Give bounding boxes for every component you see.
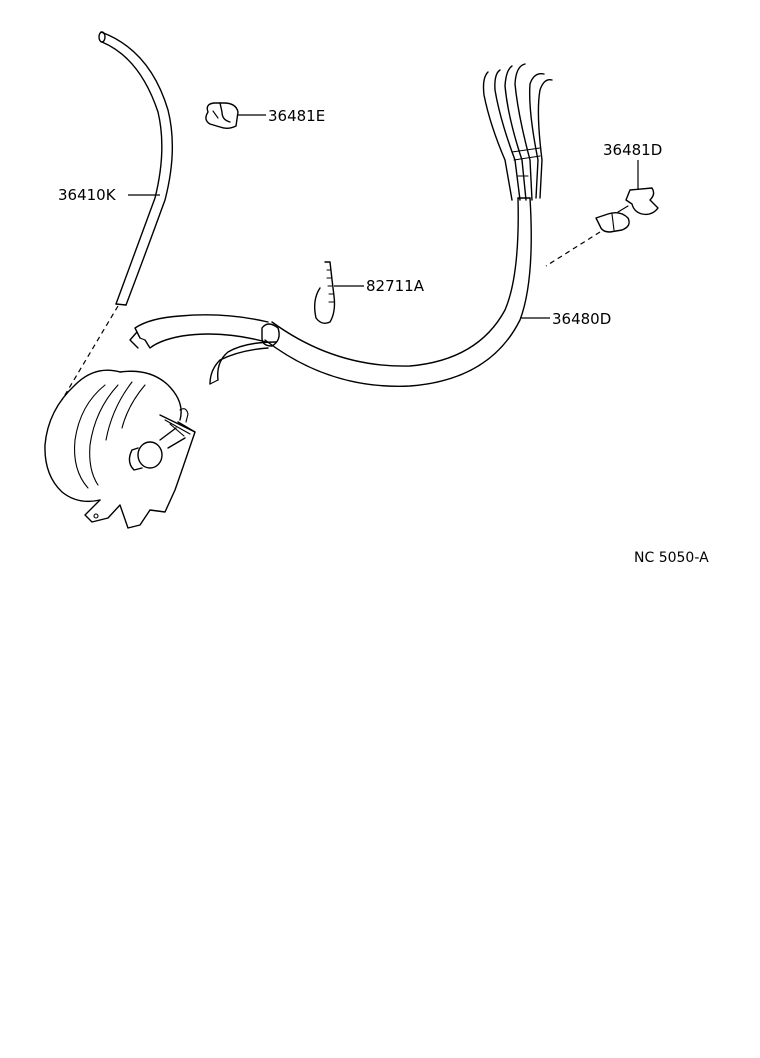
tube-connection-dashline	[61, 305, 119, 401]
vacuum-harness	[129, 63, 553, 387]
vacuum-tube	[98, 31, 174, 306]
cruise-actuator	[44, 369, 196, 529]
callout-36481d: 36481D	[603, 141, 662, 159]
callout-82711a: 82711A	[366, 277, 425, 295]
callout-36481e: 36481E	[268, 107, 325, 125]
clip-36481d	[595, 187, 659, 233]
diagram-reference-code: NC 5050-A	[634, 550, 709, 566]
callout-36410k: 36410K	[58, 186, 117, 204]
clip-82711a	[313, 261, 336, 325]
clip-36481d-dashline	[545, 231, 601, 267]
callout-36480d: 36480D	[552, 310, 611, 328]
clip-36481e	[205, 102, 239, 129]
